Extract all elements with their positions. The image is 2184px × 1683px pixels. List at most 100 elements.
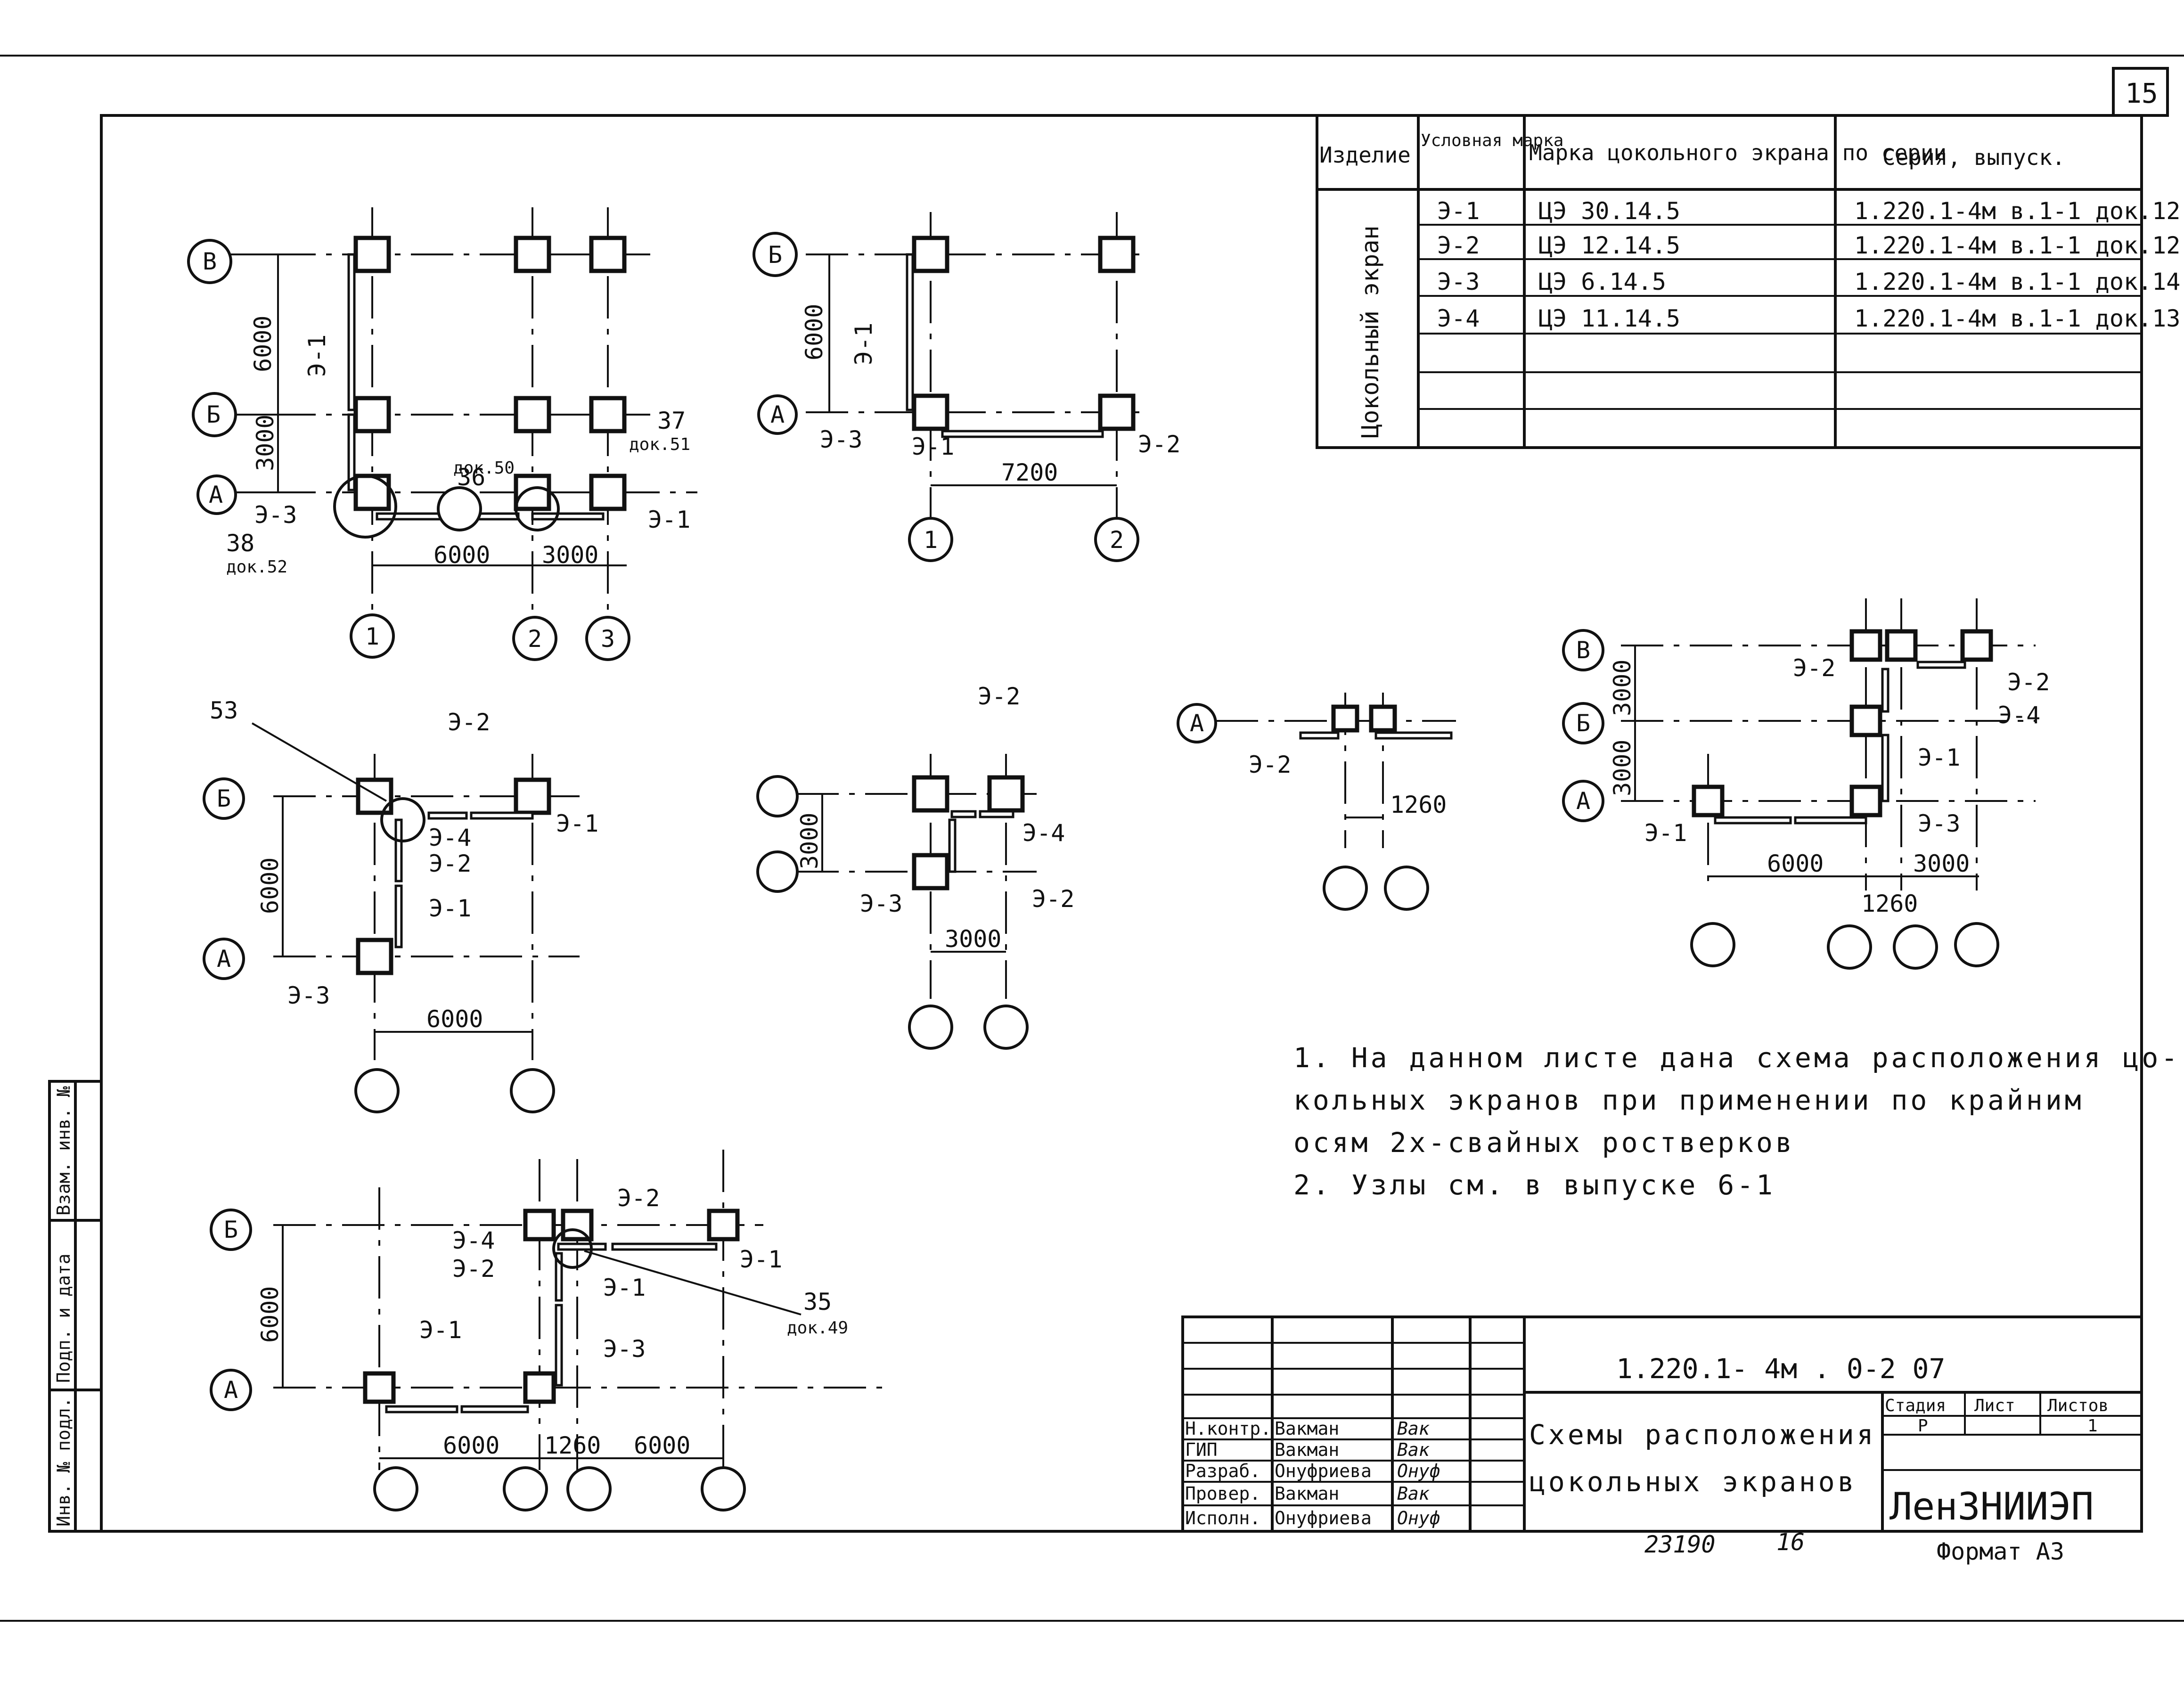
side-stamp-col2: Подп. и дата — [53, 1253, 74, 1383]
s2-axis-A: А — [770, 401, 785, 428]
s7-e2-b: Э-2 — [452, 1255, 495, 1283]
row4-mark: Э-4 — [1437, 305, 1480, 332]
page-number: 15 — [2125, 77, 2158, 109]
title-block: 1.220.1- 4м . 0-2 07 Схемы расположения … — [1181, 1315, 2143, 1565]
s1-doc51: док.51 — [629, 435, 690, 454]
s5-e2: Э-2 — [1249, 751, 1291, 778]
s6-dim-3000b: 3000 — [1609, 740, 1636, 796]
sheets-value: 1 — [2087, 1416, 2098, 1436]
sig-role-1: Н.контр. — [1185, 1418, 1271, 1439]
s3-axis-A: А — [217, 945, 231, 972]
s1-axis-1: 1 — [365, 623, 379, 650]
s6-e1-h: Э-1 — [1644, 819, 1687, 847]
s3-e2-top: Э-2 — [448, 709, 490, 736]
row1-series-mark: ЦЭ 30.14.5 — [1538, 197, 1680, 225]
s7-e3: Э-3 — [603, 1335, 646, 1363]
s2-dim-7200: 7200 — [1001, 459, 1058, 486]
row3-series-mark: ЦЭ 6.14.5 — [1538, 268, 1666, 295]
th-series-mark: Марка цокольного экрана по серии — [1529, 140, 1947, 165]
s7-axis-A: А — [224, 1376, 238, 1404]
sheets-header: Листов — [2047, 1396, 2109, 1415]
s6-e1-v: Э-1 — [1918, 744, 1960, 771]
sig-name-1: Вакман — [1275, 1418, 1339, 1439]
spec-table: Изделие Условная марка Марка цокольного … — [1316, 114, 2180, 449]
s7-dim-6000v: 6000 — [256, 1286, 284, 1343]
s1-e3: Э-3 — [254, 501, 297, 529]
s1-dim-3000h: 3000 — [542, 541, 598, 569]
notes: 1. На данном листе дана схема расположен… — [1293, 1042, 2180, 1201]
sig-role-4: Провер. — [1185, 1483, 1260, 1504]
s2-axis-1: 1 — [924, 526, 938, 554]
s3-axis-B: Б — [217, 785, 231, 812]
s4-dim-3000v: 3000 — [796, 813, 823, 869]
s2-e1-v: Э-1 — [850, 323, 877, 365]
sheet-header: Лист — [1974, 1396, 2015, 1415]
s6-axis-B: Б — [1576, 710, 1590, 737]
s7-axis-B: Б — [224, 1216, 238, 1243]
org-name: ЛенЗНИИЭП — [1890, 1485, 2094, 1528]
s6-dim-3000a: 3000 — [1609, 660, 1636, 716]
sig-sign-5: Онуф — [1397, 1508, 1440, 1528]
s7-e1-v: Э-1 — [603, 1274, 646, 1301]
sig-role-5: Исполн. — [1185, 1508, 1260, 1528]
s1-doc50: док.50 — [453, 458, 515, 478]
row1-series: 1.220.1-4м в.1-1 док.12 — [1854, 197, 2180, 225]
s1-axis-3: 3 — [601, 625, 615, 653]
s6-e2-r: Э-2 — [2007, 669, 2050, 696]
s2-e1-h: Э-1 — [912, 433, 954, 460]
s6-dim-3000h: 3000 — [1913, 850, 1970, 877]
s1-n37: 37 — [657, 407, 686, 434]
s7-dim-6000b: 6000 — [634, 1432, 690, 1459]
sig-name-3: Онуфриева — [1275, 1461, 1372, 1481]
sig-name-5: Онуфриева — [1275, 1508, 1372, 1528]
side-stamp: Инв. № подл. Подп. и дата Взам. инв. № — [48, 1080, 103, 1533]
s4-e4: Э-4 — [1022, 819, 1065, 847]
s1-axis-B: Б — [206, 401, 221, 428]
s7-dim-6000a: 6000 — [443, 1432, 499, 1459]
row2-series: 1.220.1-4м в.1-1 док.12 — [1854, 232, 2180, 259]
sig-sign-3: Онуф — [1397, 1461, 1440, 1481]
s3-e3: Э-3 — [287, 982, 330, 1009]
scheme-4: 3000 3000 Э-2 Э-4 Э-2 Э-3 — [756, 683, 1074, 1050]
s1-dim-6000h: 6000 — [434, 541, 490, 569]
stage-header: Стадия — [1885, 1396, 1946, 1415]
s4-e2-top: Э-2 — [978, 683, 1020, 710]
row2-series-mark: ЦЭ 12.14.5 — [1538, 232, 1680, 259]
inventory-number: 23190 — [1644, 1531, 1716, 1558]
s3-n53: 53 — [210, 697, 238, 724]
s7-e4: Э-4 — [452, 1227, 495, 1254]
s3-dim-6000h: 6000 — [426, 1005, 483, 1033]
s6-e3: Э-3 — [1918, 810, 1960, 837]
note-line-3: осям 2х-свайных ростверков — [1293, 1127, 1795, 1159]
s3-e2-b: Э-2 — [429, 850, 471, 877]
format-label: Формат А3 — [1937, 1538, 2064, 1565]
s3-e1-v: Э-1 — [429, 895, 471, 922]
s6-axis-A: А — [1576, 787, 1590, 815]
s7-doc49: док.49 — [787, 1318, 848, 1338]
row4-series-mark: ЦЭ 11.14.5 — [1538, 305, 1680, 332]
sig-name-4: Вакман — [1275, 1483, 1339, 1504]
s5-dim-1260: 1260 — [1390, 791, 1447, 818]
stage-value: Р — [1918, 1416, 1928, 1436]
s2-axis-2: 2 — [1110, 526, 1124, 554]
sig-sign-1: Вак — [1397, 1418, 1430, 1439]
s1-axis-V: В — [203, 248, 217, 275]
note-line-1: 1. На данном листе дана схема расположен… — [1293, 1042, 2180, 1074]
title-line-1: Схемы расположения — [1529, 1419, 1876, 1451]
scheme-1: В Б А 1 2 3 6000 3000 6000 3000 Э-1 Э-3 … — [187, 207, 697, 661]
scheme-5: А Э-2 1260 — [1177, 693, 1456, 911]
row4-series: 1.220.1-4м в.1-1 док.13 — [1854, 305, 2180, 332]
s6-dim-1260: 1260 — [1861, 890, 1918, 917]
s3-e4: Э-4 — [429, 824, 471, 851]
sheet-frame — [100, 114, 2143, 1533]
s5-axis-A: А — [1190, 710, 1204, 737]
s2-e3: Э-3 — [820, 426, 862, 453]
s4-e2-b: Э-2 — [1032, 885, 1074, 913]
scheme-7: Б А 6000 6000 1260 6000 Э-2 Э-4 Э-2 Э-1 … — [210, 1150, 891, 1511]
s1-dim-3000v: 3000 — [252, 415, 279, 471]
title-line-2: цокольных экранов — [1529, 1466, 1857, 1498]
s2-dim-6000: 6000 — [801, 304, 828, 360]
doc-code: 1.220.1- 4м . 0-2 07 — [1616, 1353, 1945, 1385]
s1-axis-2: 2 — [528, 625, 542, 653]
